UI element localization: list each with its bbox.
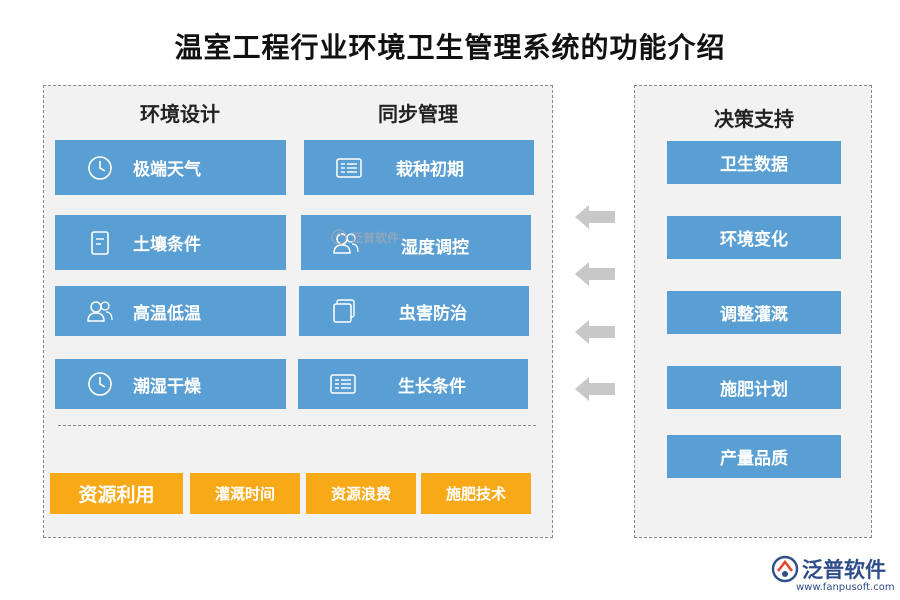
document-icon — [85, 228, 115, 258]
watermark-logo-icon — [331, 229, 347, 245]
box-label: 高温低温 — [133, 303, 201, 324]
box-label: 生长条件 — [398, 376, 466, 397]
box-environment-change: 环境变化 — [667, 216, 841, 259]
box-soil-conditions: 土壤条件 — [55, 215, 286, 270]
users-icon — [85, 296, 115, 326]
divider — [58, 425, 536, 426]
box-pest-control: 虫害防治 — [299, 286, 529, 336]
list-icon — [334, 153, 364, 183]
box-extreme-weather: 极端天气 — [55, 140, 286, 195]
box-irrigation-time: 灌溉时间 — [190, 473, 300, 514]
brand-logo-icon — [771, 555, 799, 583]
box-resource-waste: 资源浪费 — [306, 473, 416, 514]
clock-icon — [85, 369, 115, 399]
box-label: 潮湿干燥 — [133, 376, 201, 397]
box-label: 栽种初期 — [396, 160, 464, 180]
box-label: 土壤条件 — [133, 235, 201, 255]
box-label: 湿度调控 — [401, 238, 469, 258]
arrow-left-icon — [575, 377, 615, 401]
box-humidity-control: 湿度调控 — [301, 215, 531, 270]
brand-url: www.fanpusoft.com — [796, 582, 895, 593]
box-label: 虫害防治 — [399, 303, 467, 324]
arrow-left-icon — [575, 262, 615, 286]
brand-logo: 泛普软件 www.fanpusoft.com — [770, 552, 895, 596]
box-humid-dry: 潮湿干燥 — [55, 359, 286, 409]
list-icon — [328, 369, 358, 399]
box-early-planting: 栽种初期 — [304, 140, 534, 195]
col-title-sync-management: 同步管理 — [378, 102, 458, 126]
clock-icon — [85, 153, 115, 183]
col-title-decision-support: 决策支持 — [714, 107, 794, 131]
col-title-environment-design: 环境设计 — [140, 102, 220, 126]
box-fertilizer-plan: 施肥计划 — [667, 366, 841, 409]
box-fertilizing-tech: 施肥技术 — [421, 473, 531, 514]
box-label: 极端天气 — [133, 160, 201, 180]
watermark-text: 泛普软件 — [351, 230, 400, 245]
watermark: 泛普软件 — [330, 228, 399, 246]
brand-name: 泛普软件 — [802, 558, 886, 582]
box-yield-quality: 产量品质 — [667, 435, 841, 478]
box-hygiene-data: 卫生数据 — [667, 141, 841, 184]
box-resource-use: 资源利用 — [50, 473, 183, 514]
arrow-left-icon — [575, 320, 615, 344]
box-high-low-temp: 高温低温 — [55, 286, 286, 336]
box-adjust-irrigation: 调整灌溉 — [667, 291, 841, 334]
arrow-left-icon — [575, 205, 615, 229]
stack-icon — [329, 296, 359, 326]
box-growth-conditions: 生长条件 — [298, 359, 528, 409]
page-title: 温室工程行业环境卫生管理系统的功能介绍 — [174, 31, 726, 64]
